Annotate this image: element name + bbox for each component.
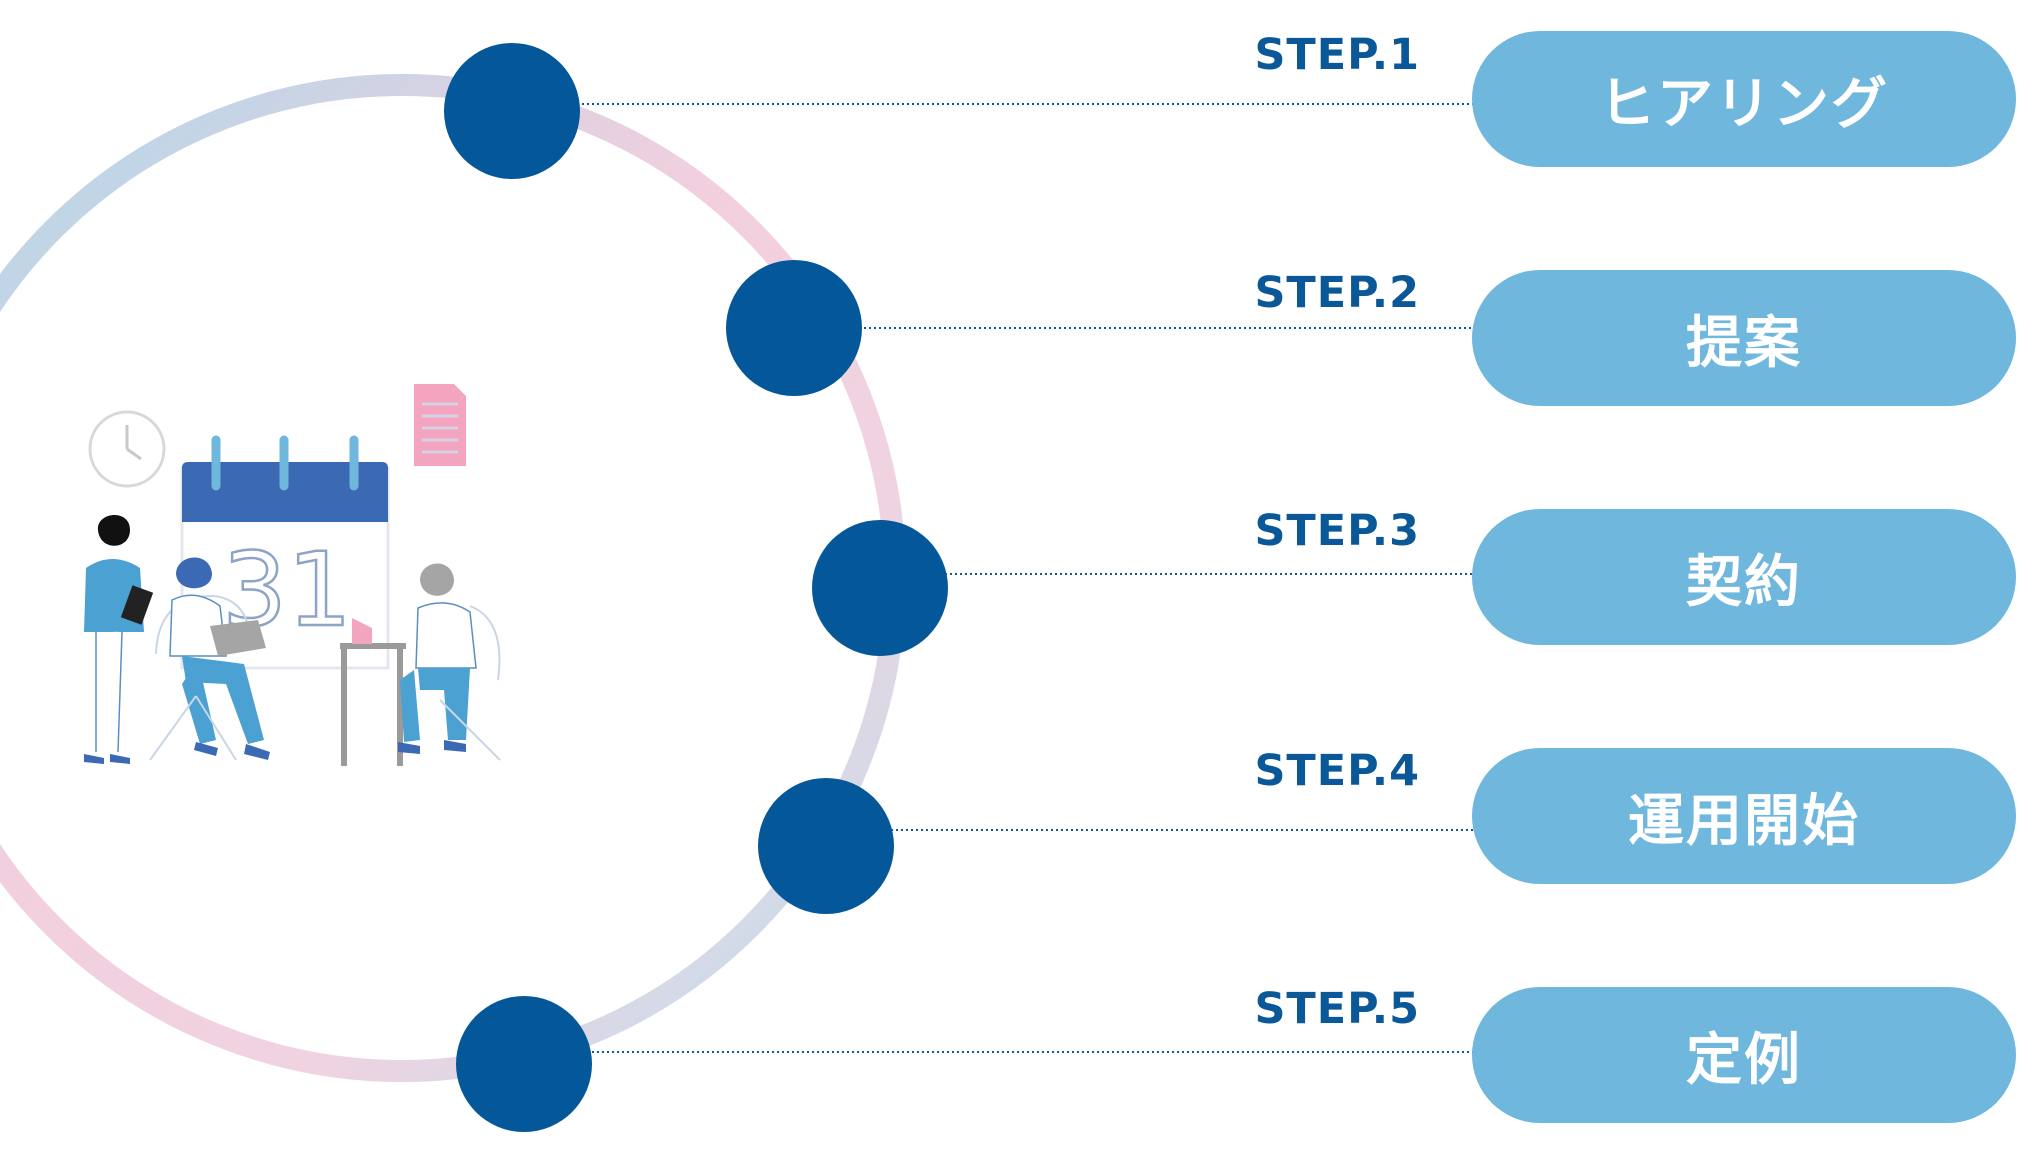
- step-label-5: STEP.5: [1254, 984, 1420, 1034]
- step-node-4: [758, 778, 894, 914]
- document-icon: [414, 384, 466, 466]
- seated-person-right: [398, 563, 501, 761]
- step-label-1: STEP.1: [1254, 30, 1420, 80]
- step-pill-1: ヒアリング: [1472, 31, 2016, 167]
- step-node-3: [812, 520, 948, 656]
- step-node-1: [444, 43, 580, 179]
- step-pill-3: 契約: [1472, 509, 2016, 645]
- step-node-2: [726, 260, 862, 396]
- seated-person-laptop: [149, 557, 270, 761]
- team-calendar-illustration: 31: [84, 384, 501, 766]
- clock-icon: [88, 410, 166, 488]
- step-pill-5: 定例: [1472, 987, 2016, 1123]
- step-label-2: STEP.2: [1254, 268, 1420, 318]
- standing-person: [84, 514, 154, 764]
- step-pill-2: 提案: [1472, 270, 2016, 406]
- step-label-3: STEP.3: [1254, 506, 1420, 556]
- step-label-4: STEP.4: [1254, 746, 1420, 796]
- step-pill-4: 運用開始: [1472, 748, 2016, 884]
- step-node-5: [456, 996, 592, 1132]
